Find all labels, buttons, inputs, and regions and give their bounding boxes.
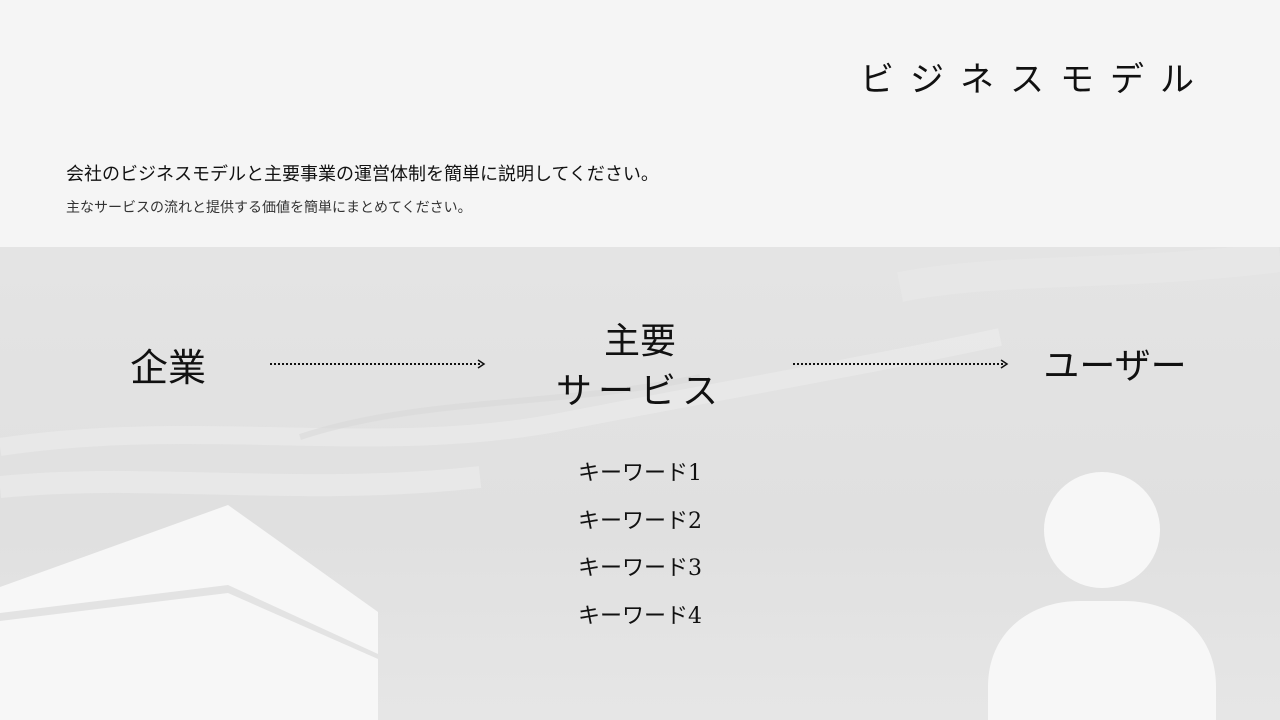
node-company: 企業 [129,346,206,390]
arrow-company-to-service [270,359,486,369]
service-label-line2: サービス [555,371,724,412]
slide-title: ビジネスモデル [860,60,1210,100]
service-label-line1: 主要 [603,321,676,362]
panel-background-texture [0,247,1280,720]
keyword-item: キーワード2 [578,508,702,534]
node-main-service: 主要 サービス [540,317,740,417]
header-section: ビジネスモデル 会社のビジネスモデルと主要事業の運営体制を簡単に説明してください… [0,0,1280,247]
arrow-service-to-user [793,359,1009,369]
description-main: 会社のビジネスモデルと主要事業の運営体制を簡単に説明してください。 [66,164,659,185]
keyword-item: キーワード3 [578,556,702,581]
keyword-list: キーワード1 キーワード2 キーワード3 キーワード4 [560,457,720,647]
keyword-item: キーワード4 [578,603,702,629]
node-user: ユーザー [1043,346,1187,387]
building-icon [0,505,378,720]
description-sub: 主なサービスの流れと提供する価値を簡単にまとめてください。 [66,200,472,216]
keyword-item: キーワード1 [578,461,702,486]
diagram-panel: 企業 主要 サービス ユーザー キーワード1 キーワード2 キーワード3 キーワ… [0,247,1280,720]
user-icon [988,472,1216,720]
